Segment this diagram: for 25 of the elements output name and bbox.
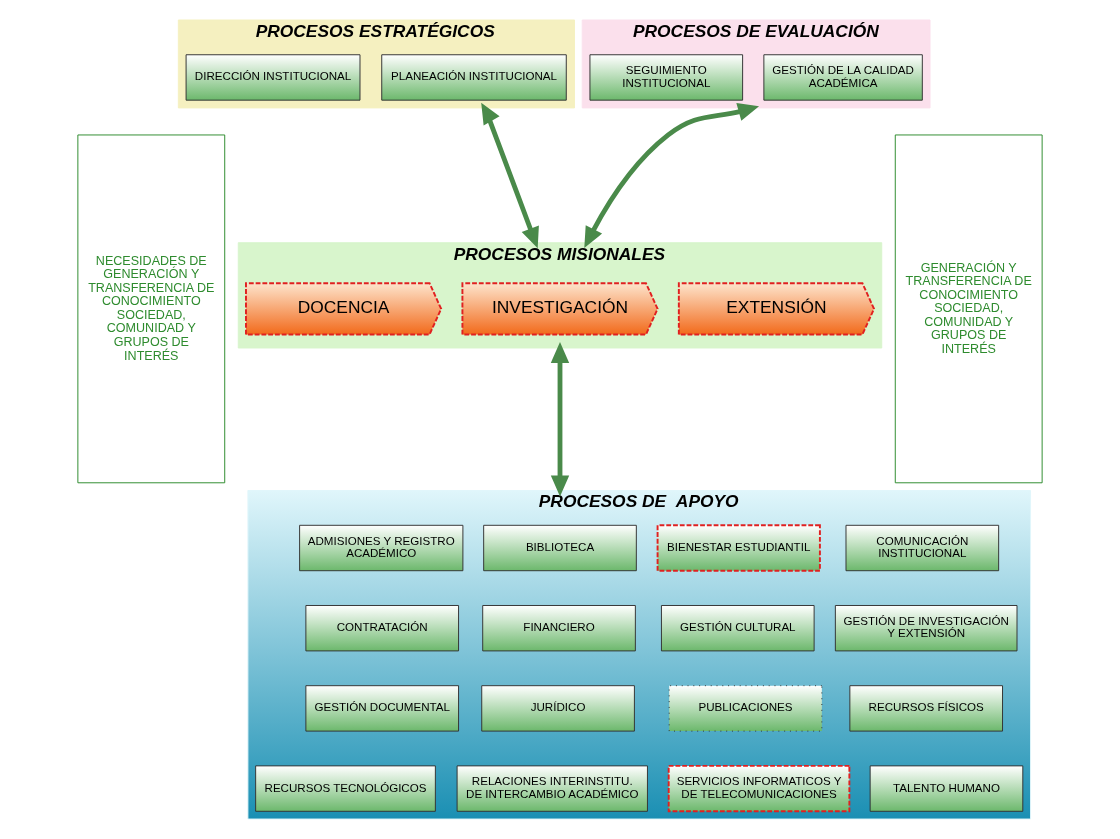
node-box: COMUNICACIÓN INSTITUCIONAL — [845, 524, 1000, 572]
node-box: PUBLICACIONES — [668, 685, 823, 732]
node-box: DIRECCIÓN INSTITUCIONAL — [185, 54, 361, 101]
node-box: ADMISIONES Y REGISTRO ACADÉMICO — [299, 524, 464, 572]
node-box: FINANCIERO — [482, 605, 636, 652]
node-box: GESTIÓN DE LA CALIDAD ACADÉMICA — [763, 54, 923, 101]
node-box: SERVICIOS INFORMATICOS Y DE TELECOMUNICACIONES — [667, 764, 851, 813]
arrow — [550, 341, 570, 497]
node-box: TALENTO HUMANO — [869, 765, 1024, 812]
node-box: BIENESTAR ESTUDIANTIL — [656, 524, 821, 572]
node-box: SEGUIMIENTO INSTITUCIONAL — [589, 54, 744, 101]
node-box: RECURSOS TECNOLÓGICOS — [255, 765, 436, 812]
node-box: BIBLIOTECA — [483, 524, 637, 572]
node-box: RECURSOS FÍSICOS — [849, 685, 1003, 732]
node-box: GENERACIÓN Y TRANSFERENCIA DE CONOCIMIENTO SOCIEDAD, COMUNIDAD Y GRUPOS DE INTERÉS — [894, 134, 1043, 484]
node-box: GESTIÓN DOCUMENTAL — [305, 685, 460, 732]
node-box: JURÍDICO — [481, 685, 635, 732]
node-box: PLANEACIÓN INSTITUCIONAL — [381, 54, 567, 101]
arrow — [481, 102, 539, 249]
node-box: GESTIÓN DE INVESTIGACIÓN Y EXTENSIÓN — [834, 605, 1018, 652]
node-box: RELACIONES INTERINSTITU. DE INTERCAMBIO ACADÉMICO — [456, 765, 648, 812]
node-box: NECESIDADES DE GENERACIÓN Y TRANSFERENCIA DE CONOCIMIENTO SOCIEDAD, COMUNIDAD Y GRUPOS DE INTERÉS — [77, 134, 226, 484]
arrow — [584, 103, 760, 249]
node-box: CONTRATACIÓN — [305, 605, 460, 652]
node-box: GESTIÓN CULTURAL — [660, 605, 815, 652]
